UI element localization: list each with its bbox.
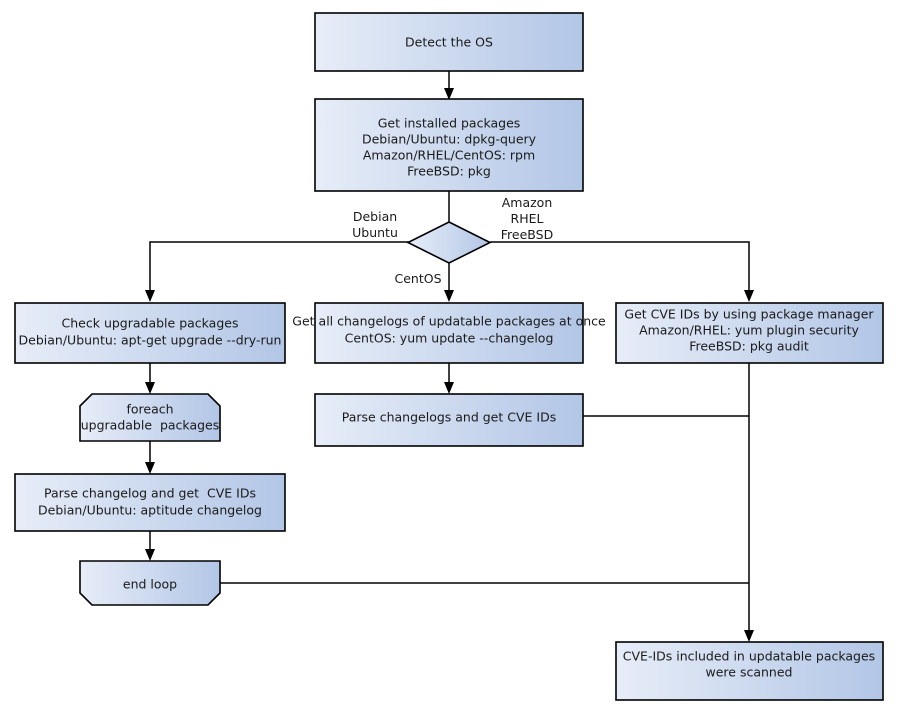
- node-parse-changelogs-label: Parse changelogs and get CVE IDs: [342, 410, 556, 425]
- node-foreach-upgradable-packages-shape: [79, 393, 221, 442]
- node-cve-ids-scanned-label-2: were scanned: [706, 665, 793, 680]
- edge-decision-to-check-upgradable-packages: [145, 241, 409, 302]
- node-get-cve-ids-label-3: FreeBSD: pkg audit: [689, 339, 809, 354]
- node-get-installed-packages-label-4: FreeBSD: pkg: [407, 164, 491, 179]
- node-get-all-changelogs-shape: [314, 302, 584, 364]
- edge-label-branch-centos: CentOS: [394, 271, 441, 286]
- node-get-installed-packages[interactable]: Get installed packages Debian/Ubuntu: dp…: [314, 98, 584, 192]
- node-cve-ids-scanned-shape: [615, 641, 884, 701]
- edge-label-branch-debian-ubuntu: Debian Ubuntu: [352, 209, 398, 240]
- node-get-all-changelogs[interactable]: Get all changelogs of updatable packages…: [292, 302, 606, 364]
- branch-debian-ubuntu-line-2: Ubuntu: [352, 225, 398, 240]
- node-parse-changelog-get-cve-ids[interactable]: Parse changelog and get CVE IDs Debian/U…: [14, 473, 286, 532]
- node-foreach-upgradable-packages[interactable]: foreach upgradable packages: [79, 393, 221, 442]
- node-check-upgradable-packages[interactable]: Check upgradable packages Debian/Ubuntu:…: [14, 302, 286, 364]
- node-parse-changelogs-shape: [314, 393, 584, 447]
- node-get-installed-packages-label-1: Get installed packages: [378, 116, 521, 131]
- edge-check-upgradable-to-foreach: [145, 363, 155, 394]
- node-detect-os[interactable]: Detect the OS: [314, 12, 584, 72]
- node-foreach-label-2: upgradable packages: [81, 418, 220, 433]
- edge-label-branch-amazon-rhel-freebsd: Amazon RHEL FreeBSD: [501, 195, 553, 242]
- node-foreach-label-1: foreach: [126, 402, 173, 417]
- edge-foreach-to-parse-changelog: [145, 441, 155, 474]
- node-check-upgradable-packages-label-1: Check upgradable packages: [62, 316, 239, 331]
- branch-amazon-line-1: Amazon: [502, 195, 553, 210]
- node-parse-changelog-label-2: Debian/Ubuntu: aptitude changelog: [38, 503, 262, 518]
- node-get-all-changelogs-label-1: Get all changelogs of updatable packages…: [292, 314, 606, 329]
- edge-get-all-changelogs-to-parse-changelogs: [444, 363, 454, 394]
- node-parse-changelog-shape: [14, 473, 286, 532]
- node-check-upgradable-packages-label-2: Debian/Ubuntu: apt-get upgrade --dry-run: [19, 333, 282, 348]
- node-end-loop-shape: [79, 560, 221, 606]
- node-get-installed-packages-label-3: Amazon/RHEL/CentOS: rpm: [363, 148, 535, 163]
- node-get-cve-ids-package-manager[interactable]: Get CVE IDs by using package manager Ama…: [615, 302, 884, 364]
- node-end-loop-label: end loop: [123, 577, 177, 592]
- node-cve-ids-scanned[interactable]: CVE-IDs included in updatable packages w…: [615, 641, 884, 701]
- branch-rhel-line-2: RHEL: [511, 211, 544, 226]
- node-get-all-changelogs-label-2: CentOS: yum update --changelog: [345, 331, 554, 346]
- node-get-cve-ids-package-manager-shape: [615, 302, 884, 364]
- node-get-installed-packages-label-2: Debian/Ubuntu: dpkg-query: [362, 132, 537, 147]
- node-parse-changelogs-get-cve-ids[interactable]: Parse changelogs and get CVE IDs: [314, 393, 584, 447]
- edge-detect-os-to-get-installed-packages: [444, 71, 454, 100]
- node-detect-os-label: Detect the OS: [405, 35, 493, 50]
- node-check-upgradable-packages-shape: [14, 302, 286, 364]
- node-get-installed-packages-shape: [314, 98, 584, 192]
- branch-centos-line-1: CentOS: [394, 271, 441, 286]
- branch-debian-ubuntu-line-1: Debian: [353, 209, 397, 224]
- edge-decision-to-get-all-changelogs: [444, 263, 454, 302]
- edge-merge-to-cve-ids-scanned: [744, 363, 754, 642]
- connectors: [145, 71, 754, 642]
- node-end-loop[interactable]: end loop: [79, 560, 221, 606]
- edge-parse-changelog-to-end-loop: [145, 531, 155, 561]
- node-parse-changelog-label-1: Parse changelog and get CVE IDs: [44, 486, 256, 501]
- node-os-decision[interactable]: [406, 221, 492, 264]
- branch-freebsd-line-3: FreeBSD: [501, 227, 553, 242]
- node-os-decision-shape: [406, 221, 492, 264]
- node-detect-os-shape: [314, 12, 584, 72]
- node-get-cve-ids-label-2: Amazon/RHEL: yum plugin security: [639, 323, 859, 338]
- node-get-cve-ids-label-1: Get CVE IDs by using package manager: [624, 307, 874, 322]
- node-cve-ids-scanned-label-1: CVE-IDs included in updatable packages: [623, 649, 875, 664]
- edge-decision-to-get-cve-ids-package-manager: [490, 241, 754, 302]
